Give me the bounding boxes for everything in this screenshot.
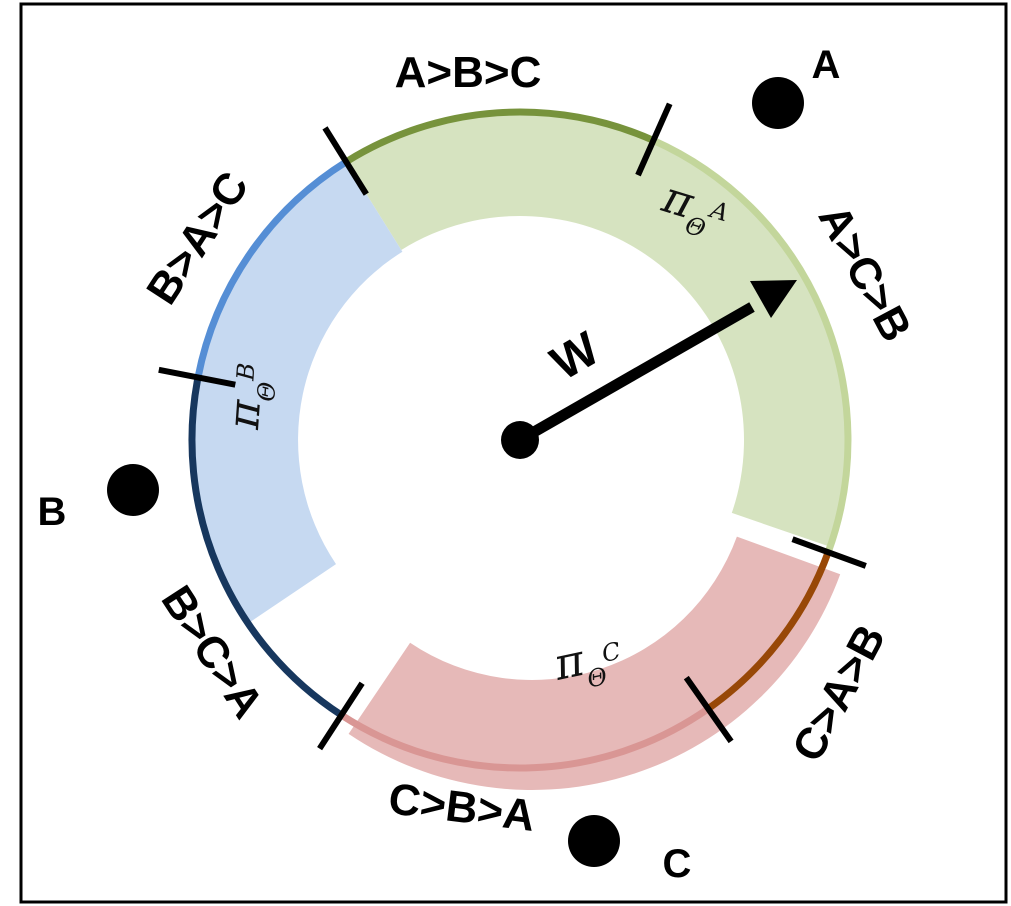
tick-cab-cba [683, 675, 734, 744]
arc-a-b-c [344, 108, 655, 165]
tick-cba-bca [317, 681, 365, 751]
region-a-fill [346, 111, 848, 547]
label-a-b-c: A>B>C [395, 48, 542, 97]
arc-a-c-b [651, 137, 852, 554]
region-b-label: πΘB [218, 361, 283, 432]
tick-bca-bac [158, 366, 236, 388]
point-a-label: A [812, 43, 841, 87]
boundary-ticks [158, 102, 867, 751]
arc-c-a-b [706, 551, 832, 712]
tick-abc-acb [635, 102, 673, 177]
point-c-label: C [663, 842, 692, 886]
region-a-label: πΘA [653, 171, 735, 248]
point-b [107, 464, 159, 516]
tick-abc-bac [322, 126, 369, 196]
w-vector-head [750, 280, 797, 318]
w-vector-shaft [517, 302, 755, 445]
region-b-fill [192, 161, 403, 624]
w-vector-origin [501, 421, 539, 459]
point-a [752, 77, 804, 129]
tick-acb-cab [791, 536, 867, 569]
arc-b-a-c [194, 158, 349, 379]
point-c [568, 815, 620, 867]
arc-c-b-a [339, 705, 711, 772]
arc-b-c-a [188, 376, 344, 719]
point-b-label: B [38, 490, 67, 534]
